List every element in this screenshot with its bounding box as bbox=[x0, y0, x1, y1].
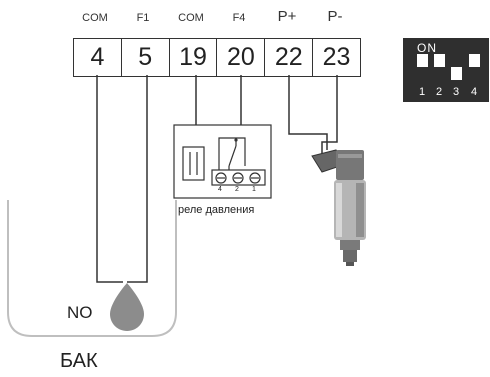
relay-pin-label: 4 bbox=[218, 186, 222, 193]
relay-contact-icon bbox=[218, 137, 246, 170]
wire-f1-5 bbox=[127, 75, 148, 283]
dip-position-1: 1 bbox=[419, 86, 426, 98]
pressure-sensor-fitting bbox=[340, 240, 360, 250]
relay-pin-label: 1 bbox=[252, 186, 256, 193]
terminal-label-com-4: COM bbox=[82, 12, 108, 24]
drop-sensor-icon bbox=[110, 283, 144, 331]
sensor-no-label: NO bbox=[67, 303, 93, 322]
dip-position-4: 4 bbox=[471, 86, 478, 98]
terminal-label-com-19: COM bbox=[178, 12, 204, 24]
wire-p-plus bbox=[288, 75, 328, 150]
terminal-label-p-plus: P+ bbox=[277, 8, 297, 25]
wire-com-4 bbox=[96, 75, 123, 283]
terminal-label-f1: F1 bbox=[136, 12, 150, 24]
dip-position-3: 3 bbox=[453, 86, 460, 98]
terminal-5: 5 bbox=[122, 39, 170, 76]
terminal-4: 4 bbox=[74, 39, 122, 76]
wire-p-minus bbox=[321, 75, 338, 154]
dip-switch: ON 1 2 3 4 bbox=[403, 38, 489, 102]
terminal-label-p-minus: P- bbox=[327, 8, 343, 25]
relay-caption: реле давления bbox=[178, 204, 255, 216]
tank-caption: БАК bbox=[60, 350, 98, 372]
dip-on-label: ON bbox=[417, 41, 437, 55]
terminal-20: 20 bbox=[217, 39, 266, 76]
terminal-22: 22 bbox=[265, 39, 314, 76]
terminal-block: 4 5 19 20 22 23 bbox=[73, 38, 361, 77]
relay-slot-icon bbox=[182, 146, 205, 181]
dip-position-2: 2 bbox=[436, 86, 443, 98]
dip-switch-levers bbox=[417, 54, 480, 80]
relay-pin-label: 2 bbox=[235, 186, 239, 193]
terminal-23: 23 bbox=[322, 43, 351, 71]
tank-outline bbox=[7, 200, 177, 337]
terminal-19: 19 bbox=[170, 39, 218, 76]
terminal-label-f4: F4 bbox=[232, 12, 246, 24]
